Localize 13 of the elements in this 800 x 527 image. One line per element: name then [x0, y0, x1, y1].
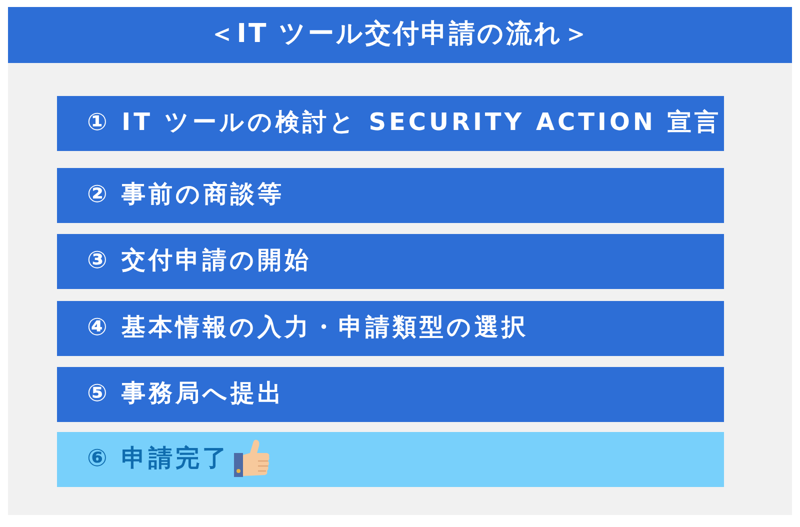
step-box — [57, 96, 724, 151]
step-text: ⑤ 事務局へ提出 — [87, 378, 285, 408]
step-box — [57, 367, 724, 422]
step-text: ④ 基本情報の入力・申請類型の選択 — [87, 312, 529, 342]
step-text: ② 事前の商談等 — [87, 178, 285, 210]
title-banner: ＜IT ツール交付申請の流れ＞ — [8, 7, 792, 63]
step-box — [57, 234, 724, 289]
step-box — [57, 301, 724, 356]
step-box — [57, 168, 724, 223]
step-text: ⑥ 申請完了 — [87, 442, 230, 474]
step-text: ① IT ツールの検討と SECURITY ACTION 宣言 — [87, 106, 722, 138]
step-box — [57, 432, 724, 487]
step-text: ③ 交付申請の開始 — [87, 244, 312, 276]
